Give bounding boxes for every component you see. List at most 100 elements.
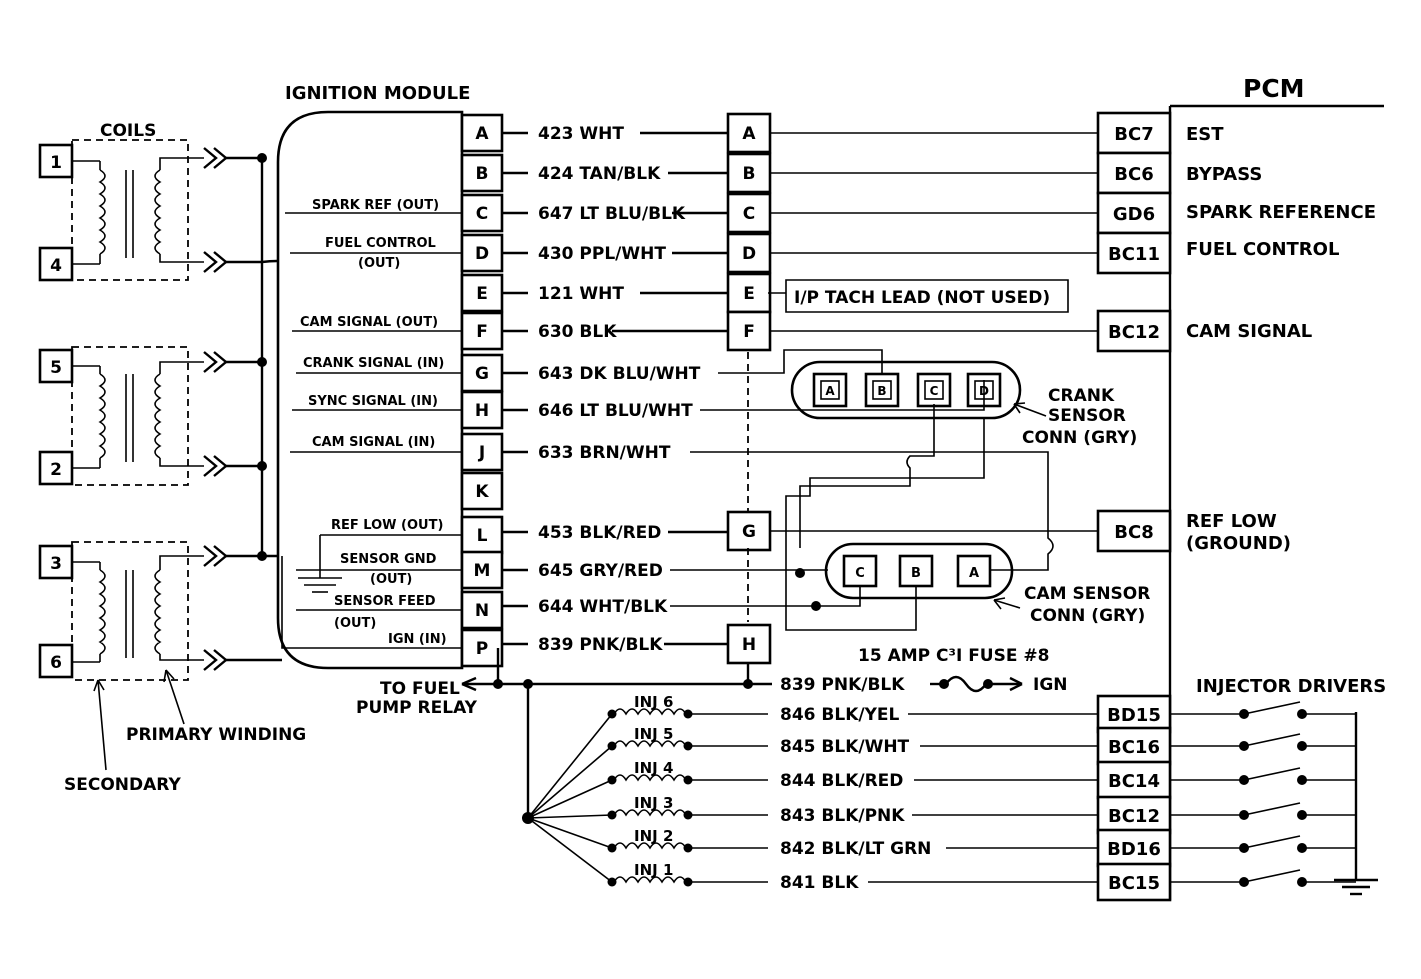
module-pin-p: P (460, 628, 504, 668)
wire-label-9: 453 BLK/RED (538, 523, 661, 543)
pcm-injector-terminal-bc15: BC15 (1096, 862, 1172, 902)
coil-terminal-6: 6 (38, 643, 74, 679)
pcm-injector-terminal-bc14: BC14 (1096, 760, 1172, 800)
label-sensor-feed: SENSOR FEED (334, 594, 436, 609)
module-pin-j: J (460, 432, 504, 472)
svg-text:E: E (743, 284, 755, 304)
coil-output-chevrons (203, 147, 228, 671)
label-sync-signal-in: SYNC SIGNAL (IN) (308, 394, 438, 409)
wire-label-0: 423 WHT (538, 124, 624, 144)
svg-text:B: B (911, 566, 921, 581)
injector-2: INJ 2 842 BLK/LT GRN BD16 (527, 817, 1356, 868)
coil-winding-5-2 (72, 361, 204, 469)
injector-name: INJ 3 (634, 794, 673, 812)
module-pin-g: G (460, 353, 504, 393)
wire-label-10: 645 GRY/RED (538, 561, 663, 581)
injector-drivers-label: INJECTOR DRIVERS (1196, 676, 1386, 697)
pcm-terminal-gd6: GD6 (1096, 191, 1172, 235)
injector-wire-label: 843 BLK/PNK (780, 806, 905, 826)
harness-wire-labels: 423 WHT 424 TAN/BLK 647 LT BLU/BLK 430 PPL/… (538, 124, 701, 655)
svg-text:F: F (743, 322, 755, 342)
connector-pin-e: E (726, 272, 772, 314)
label-spark-ref-out: SPARK REF (OUT) (312, 198, 439, 213)
coil-winding-1-4 (72, 157, 204, 265)
svg-text:M: M (474, 561, 491, 581)
ign-feed: TO FUEL PUMP RELAY 15 AMP C³I FUSE #8 83… (356, 646, 1068, 818)
svg-text:C: C (743, 204, 755, 224)
sensor-routing (690, 349, 1054, 631)
tach-lead-note: I/P TACH LEAD (NOT USED) (768, 279, 1069, 313)
wire-label-11: 644 WHT/BLK (538, 597, 668, 617)
module-pin-e: E (460, 273, 504, 313)
pcm-title: PCM (1243, 74, 1305, 103)
wire-label-1: 424 TAN/BLK (538, 164, 661, 184)
svg-text:D: D (475, 244, 489, 264)
injector-name: INJ 2 (634, 827, 673, 845)
svg-text:F: F (476, 322, 488, 342)
svg-text:G: G (742, 522, 756, 542)
label-cam-signal-out: CAM SIGNAL (OUT) (300, 315, 438, 330)
primary-winding-label: PRIMARY WINDING (126, 725, 306, 745)
svg-text:H: H (475, 401, 489, 421)
pcm-ground-symbol (1334, 878, 1378, 896)
svg-text:P: P (476, 639, 488, 659)
crank-pin-c: C (916, 372, 952, 408)
coil-winding-3-6 (72, 555, 204, 663)
svg-text:BC11: BC11 (1108, 244, 1160, 265)
harness-wire-lines (502, 131, 1098, 646)
svg-text:D: D (742, 244, 756, 264)
svg-text:C: C (930, 384, 939, 398)
module-ground-symbol (298, 577, 342, 593)
fuel-pump-label-1: TO FUEL (380, 679, 460, 699)
pcm-injector-terminal-bc16: BC16 (1096, 726, 1172, 766)
pcm-injector-terminal-bd16: BD16 (1096, 828, 1172, 868)
wire-label-2: 647 LT BLU/BLK (538, 204, 686, 224)
module-pin-h: H (460, 390, 504, 430)
coil-terminal-5: 5 (38, 348, 74, 384)
module-pin-n: N (460, 590, 504, 630)
svg-text:B: B (476, 164, 489, 184)
svg-text:BC12: BC12 (1108, 322, 1160, 343)
svg-text:3: 3 (50, 554, 62, 574)
coil-pack: COILS 1 4 5 2 3 6 (38, 121, 306, 795)
injector-wire-label: 845 BLK/WHT (780, 737, 910, 757)
svg-text:A: A (742, 124, 756, 144)
coils-title: COILS (100, 121, 156, 141)
svg-text:A: A (969, 566, 979, 581)
module-pin-l: L (460, 515, 504, 555)
svg-text:1: 1 (50, 153, 62, 173)
injector-wire-label: 842 BLK/LT GRN (780, 839, 931, 859)
module-pin-m: M (460, 550, 504, 590)
svg-text:N: N (475, 601, 489, 621)
coil-enclosure-5-2 (71, 346, 189, 486)
module-pin-c: C (460, 193, 504, 233)
injector-name: INJ 6 (634, 693, 673, 711)
connector-pin-b: B (726, 152, 772, 194)
module-pin-a: A (460, 113, 504, 153)
wire-label-4: 121 WHT (538, 284, 624, 304)
svg-text:C: C (855, 566, 865, 581)
module-pin-f: F (460, 311, 504, 351)
pcm-injector-terminal-bd15: BD15 (1096, 694, 1172, 734)
cam-label-1: CAM SENSOR (1024, 584, 1150, 604)
wire-label-6: 643 DK BLU/WHT (538, 364, 701, 384)
wire-label-3: 430 PPL/WHT (538, 244, 666, 264)
label-ref-low-out: REF LOW (OUT) (331, 518, 443, 533)
crank-label-3: CONN (GRY) (1022, 428, 1137, 448)
connector-pin-g: G (726, 510, 772, 552)
svg-text:G: G (475, 364, 489, 384)
coil-terminal-3: 3 (38, 544, 74, 580)
crank-pin-b: B (864, 372, 900, 408)
wire-label-8: 633 BRN/WHT (538, 443, 671, 463)
injector-wire-label: 841 BLK (780, 873, 859, 893)
crank-label-2: SENSOR (1048, 406, 1126, 426)
pcm-terminal-bc11: BC11 (1096, 231, 1172, 275)
svg-text:BC16: BC16 (1108, 737, 1160, 758)
svg-text:2: 2 (50, 460, 62, 480)
svg-text:A: A (475, 124, 489, 144)
